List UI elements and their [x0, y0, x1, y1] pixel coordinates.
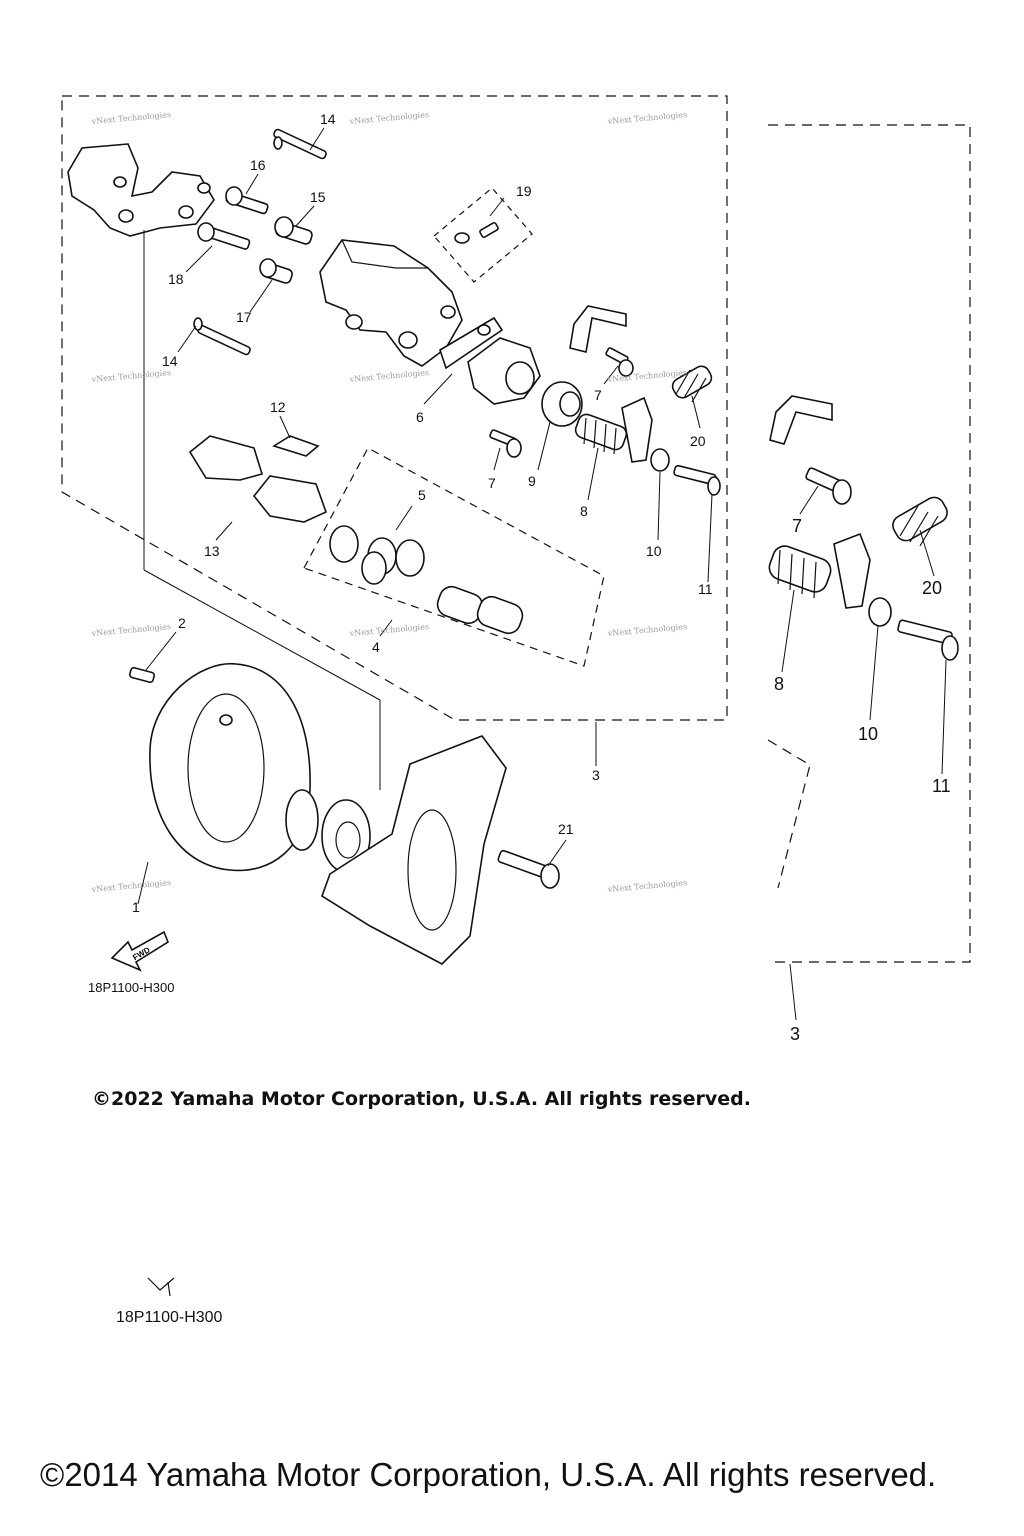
watermark: vNext Technologies — [90, 622, 171, 638]
brake-disc — [149, 663, 311, 872]
zoom-washer-10 — [868, 597, 892, 627]
caliper-mount-plate — [321, 735, 507, 965]
pin-18 — [197, 222, 251, 250]
callout-20: 20 — [690, 433, 706, 449]
boot-17 — [259, 258, 293, 284]
callout-5: 5 — [418, 487, 426, 503]
pin-bolt-14-lower — [193, 317, 251, 356]
caliper-bracket — [67, 143, 215, 237]
callout-3: 3 — [592, 767, 600, 783]
zoom-frame — [767, 124, 971, 963]
pistons — [436, 585, 524, 635]
callout-18: 18 — [168, 271, 184, 287]
callout-19: 19 — [516, 183, 532, 199]
pin-bolt-14-top — [273, 128, 327, 160]
zoom-callout-11: 11 — [932, 776, 951, 796]
zoom-spring-20 — [892, 496, 948, 547]
watermark: vNext Technologies — [606, 110, 687, 126]
callout-14-top: 14 — [320, 111, 336, 127]
caliper-assembly-frame — [61, 95, 728, 721]
callout-7-lower: 7 — [488, 475, 496, 491]
watermark: vNext Technologies — [348, 368, 429, 384]
lever-plate — [621, 396, 653, 463]
callout-12: 12 — [270, 399, 286, 415]
copyright-2022: ©2022 Yamaha Motor Corporation, U.S.A. A… — [92, 1088, 751, 1110]
watermark: vNext Technologies — [606, 622, 687, 638]
callout-9: 9 — [528, 473, 536, 489]
spring-8 — [574, 413, 628, 455]
watermark: vNext Technologies — [606, 878, 687, 894]
zoom-callout-10: 10 — [858, 724, 878, 744]
zoom-callout-7: 7 — [792, 516, 802, 536]
fragment-arrow-icon — [147, 1277, 175, 1297]
zoom-callout-3: 3 — [790, 1024, 800, 1044]
zoom-bracket-plate — [769, 395, 833, 445]
copyright-2014: ©2014 Yamaha Motor Corporation, U.S.A. A… — [40, 1456, 937, 1493]
hub — [285, 789, 371, 873]
spring-20 — [671, 365, 713, 403]
watermark: vNext Technologies — [90, 110, 171, 126]
zoom-spring-8 — [768, 545, 832, 599]
zoom-callout-8: 8 — [774, 674, 784, 694]
brake-pad-set — [188, 435, 328, 523]
bleed-screw-set — [433, 187, 533, 283]
bracket-plate — [569, 305, 627, 353]
callout-17: 17 — [236, 309, 252, 325]
bolt-2 — [128, 666, 156, 684]
watermark: vNext Technologies — [348, 110, 429, 126]
callout-7-upper: 7 — [594, 387, 602, 403]
zoom-callout-20: 20 — [922, 578, 942, 598]
washer-10 — [650, 448, 670, 472]
leader-lines — [137, 127, 947, 1021]
zoom-lever-plate — [833, 532, 871, 609]
lever-housing — [467, 337, 541, 405]
callout-11: 11 — [698, 581, 713, 597]
pin-15 — [274, 216, 313, 245]
bolt-11 — [673, 464, 721, 496]
seal-kit — [303, 447, 605, 667]
callout-1: 1 — [132, 899, 140, 915]
callout-4: 4 — [372, 639, 380, 655]
bolt-21 — [497, 849, 560, 889]
bolt-7-lower — [489, 429, 522, 458]
watermark: vNext Technologies — [90, 368, 171, 384]
callout-8: 8 — [580, 503, 588, 519]
callout-2: 2 — [178, 615, 186, 631]
callout-16: 16 — [250, 157, 266, 173]
diagram-code: 18P1100-H300 — [88, 980, 175, 995]
callout-14-lower: 14 — [162, 353, 178, 369]
callout-10: 10 — [646, 543, 662, 559]
bolt-7-upper — [605, 347, 634, 377]
gasket-6 — [439, 316, 504, 370]
callout-15: 15 — [310, 189, 326, 205]
zoom-bolt-11 — [897, 619, 959, 661]
caliper-body — [319, 239, 463, 367]
zoom-bolt-7 — [805, 467, 852, 505]
watermark: vNext Technologies — [90, 878, 171, 894]
callout-21: 21 — [558, 821, 574, 837]
diagram-code-lower: 18P1100-H300 — [116, 1309, 223, 1326]
collar-9 — [541, 381, 583, 427]
callout-13: 13 — [204, 543, 220, 559]
callout-6: 6 — [416, 409, 424, 425]
pin-16 — [225, 186, 269, 215]
fwd-arrow-icon: FWD — [110, 930, 169, 972]
